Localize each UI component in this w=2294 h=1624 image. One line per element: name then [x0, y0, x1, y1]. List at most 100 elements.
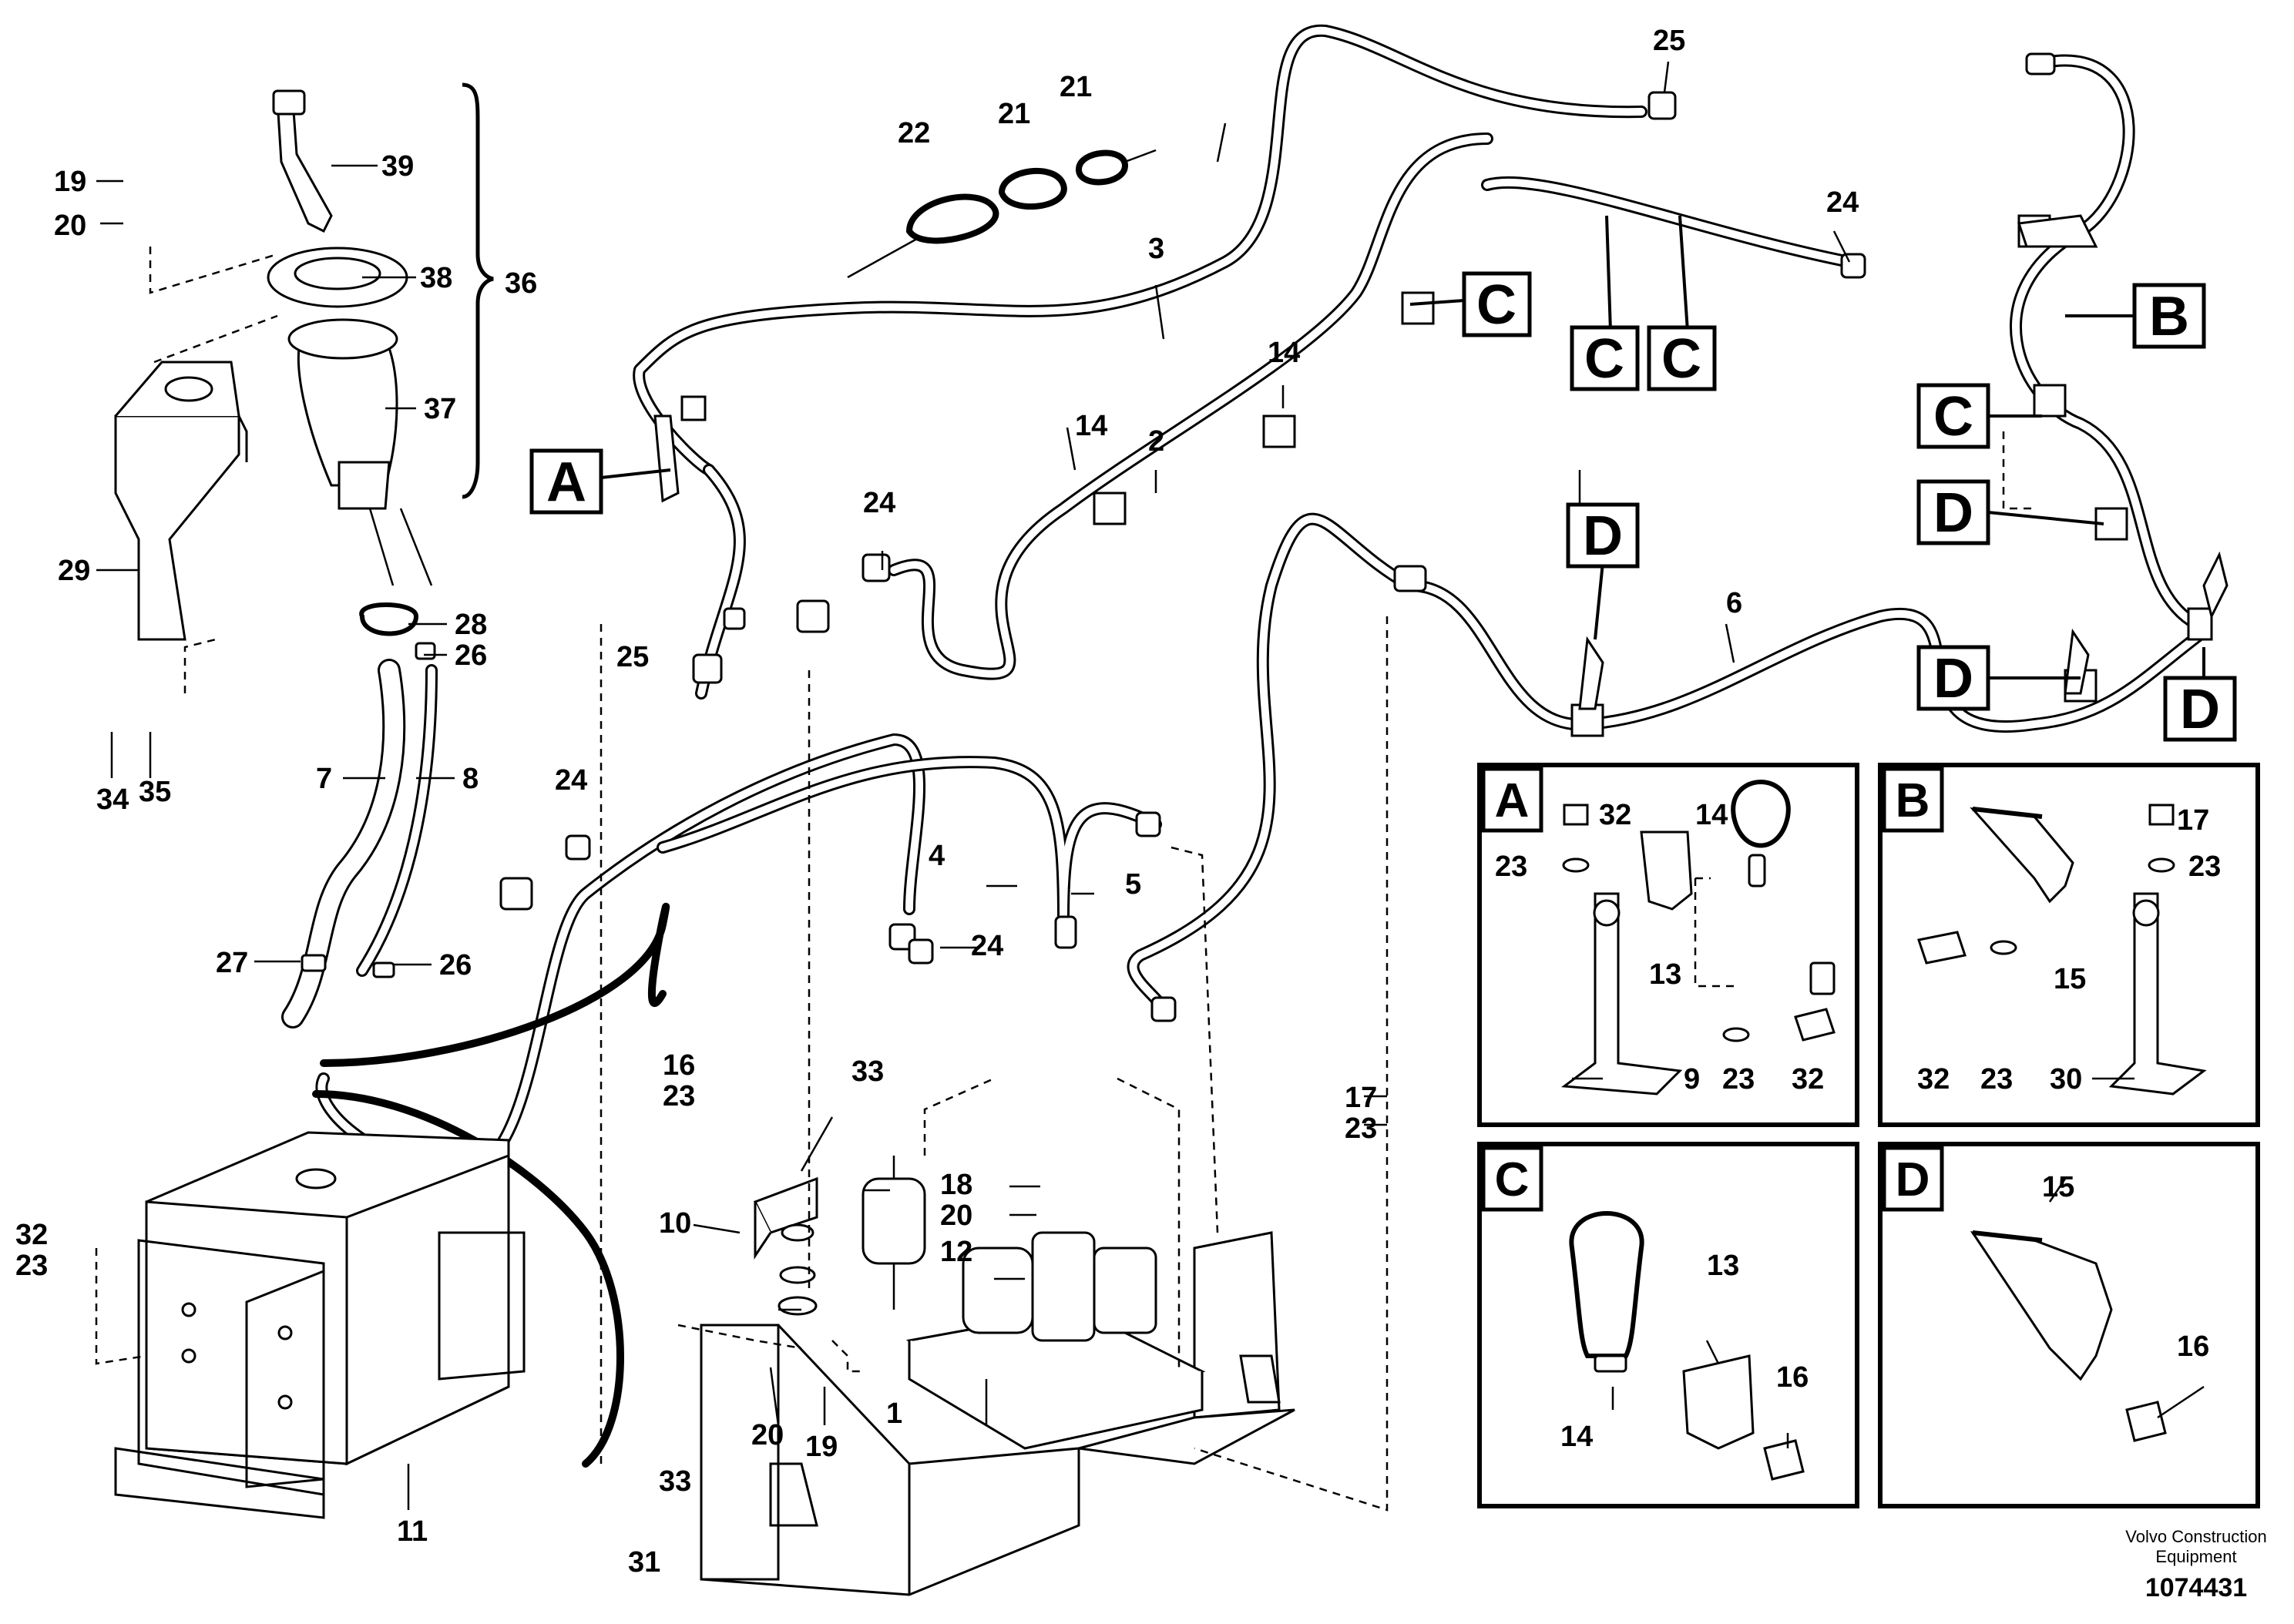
- panel-d-title: D: [1896, 1153, 1930, 1206]
- callout-22: 22: [898, 117, 930, 149]
- callout-8: 8: [462, 763, 479, 795]
- ref-box-d-3: [1916, 645, 1990, 711]
- hose-connectors: [301, 52, 2056, 1022]
- panel-a-title: A: [1495, 774, 1530, 827]
- callout-23-a-bottom: 23: [1722, 1063, 1755, 1096]
- ref-box-d-1: [1916, 479, 1990, 545]
- brand-line-2: Equipment: [2155, 1547, 2236, 1566]
- callout-4: 4: [929, 840, 945, 872]
- panel-c-title: C: [1495, 1153, 1530, 1206]
- callout-24-right: 24: [1826, 186, 1859, 219]
- callout-23-b-bottom: 23: [1980, 1063, 2013, 1096]
- ref-c-label-3: C: [1661, 328, 1701, 390]
- callout-35: 35: [139, 776, 171, 808]
- callout-33-lower: 33: [659, 1465, 691, 1498]
- panel-a-parts: [1560, 780, 1836, 1096]
- callout-30: 30: [2050, 1063, 2082, 1096]
- callout-labels: 19 20 39 38 36 37 29 28 26 34 35 7 8 27 …: [15, 25, 1859, 1579]
- callout-32-b: 32: [1917, 1063, 1950, 1096]
- fuel-filler-assembly: [267, 89, 433, 636]
- fuel-tank: [114, 1131, 526, 1519]
- ref-box-d-2: [1566, 502, 1640, 569]
- ref-d-label-4: D: [2180, 679, 2220, 740]
- callout-14-left: 14: [1075, 410, 1107, 442]
- pump-base-frame: [700, 1231, 1295, 1596]
- callout-28: 28: [455, 609, 487, 641]
- callout-7: 7: [316, 763, 332, 795]
- callout-9: 9: [1684, 1063, 1700, 1096]
- callout-17-main: 17: [1345, 1082, 1377, 1114]
- letter-ref-boxes: A C C C B C D D D D: [529, 271, 2237, 742]
- callout-24-mid: 24: [863, 487, 895, 519]
- ref-box-c-2: [1570, 325, 1640, 391]
- callout-23-right: 23: [1345, 1112, 1377, 1145]
- callout-38: 38: [420, 262, 452, 294]
- callout-20-mid: 20: [940, 1200, 972, 1232]
- callout-24-lower: 24: [971, 930, 1003, 962]
- callout-32-a-bottom: 32: [1792, 1063, 1824, 1096]
- callout-26-upper: 26: [455, 639, 487, 672]
- callout-21-left: 21: [998, 98, 1030, 130]
- footer: Volvo Construction Equipment 1074431: [2125, 1527, 2266, 1602]
- callout-21-right: 21: [1060, 71, 1092, 103]
- callout-6: 6: [1726, 587, 1742, 619]
- ref-d-label-3: D: [1933, 648, 1973, 710]
- callout-29: 29: [58, 555, 90, 587]
- ref-b-label: B: [2149, 286, 2189, 347]
- callout-10: 10: [659, 1207, 691, 1240]
- callout-25-left: 25: [616, 641, 649, 673]
- callout-34: 34: [96, 783, 129, 816]
- callout-14-c: 14: [1560, 1421, 1593, 1453]
- ref-c-label-2: C: [1584, 328, 1624, 390]
- ref-box-c-3: [1647, 325, 1717, 391]
- document-number: 1074431: [2145, 1573, 2247, 1602]
- callout-31: 31: [628, 1546, 660, 1579]
- ref-box-c-1: [1462, 271, 1532, 337]
- panel-callout-labels: 32 14 23 13 9 23 32 17 23 15 32 23 30 13…: [1495, 799, 2221, 1453]
- ref-box-d-4: [2163, 676, 2237, 742]
- bracket-10: [753, 1176, 818, 1316]
- callout-14-right: 14: [1268, 337, 1300, 369]
- brand-line-1: Volvo Construction: [2125, 1527, 2266, 1546]
- callout-18: 18: [940, 1169, 972, 1201]
- callout-23-main: 23: [15, 1250, 48, 1282]
- callout-26-lower: 26: [439, 949, 472, 981]
- panel-b-title: B: [1896, 774, 1930, 827]
- callout-5: 5: [1125, 868, 1141, 901]
- ref-box-c-4: [1916, 383, 1990, 449]
- callout-14-a: 14: [1695, 799, 1728, 831]
- callout-25-top: 25: [1653, 25, 1685, 57]
- callout-20: 20: [54, 210, 86, 242]
- callout-32-a-top: 32: [1599, 799, 1631, 831]
- ref-c-label-4: C: [1933, 386, 1973, 448]
- callout-39: 39: [381, 150, 414, 183]
- ref-d-label-1: D: [1933, 482, 1973, 544]
- ref-d-label-2: D: [1583, 505, 1623, 567]
- callout-16-main: 16: [663, 1049, 695, 1082]
- callout-11: 11: [397, 1515, 428, 1548]
- callout-16-c: 16: [1776, 1361, 1809, 1394]
- callout-16-d: 16: [2177, 1330, 2209, 1363]
- brace-36: [462, 82, 494, 499]
- ref-a-label: A: [546, 451, 586, 513]
- bracket-29: [114, 361, 248, 641]
- ref-box-b: [2132, 283, 2206, 349]
- callout-19-lower: 19: [805, 1431, 838, 1463]
- callout-23-mid: 23: [663, 1080, 695, 1112]
- callout-20-lower: 20: [751, 1419, 784, 1451]
- callout-36: 36: [505, 267, 537, 300]
- panel-b-parts: [1917, 804, 2207, 1096]
- letter-ref-arrows: [600, 215, 2205, 679]
- callout-leaders: [96, 61, 2205, 1510]
- callout-23-a-top: 23: [1495, 851, 1527, 883]
- grommets-21-22: [847, 149, 1157, 279]
- callout-13-a: 13: [1649, 958, 1681, 991]
- callout-17-b: 17: [2177, 804, 2209, 837]
- callout-32-main: 32: [15, 1219, 48, 1251]
- callout-15-d: 15: [2042, 1171, 2074, 1203]
- callout-2: 2: [1148, 425, 1164, 458]
- filter-12: [862, 1156, 926, 1310]
- panel-d-parts: [1970, 1230, 2167, 1442]
